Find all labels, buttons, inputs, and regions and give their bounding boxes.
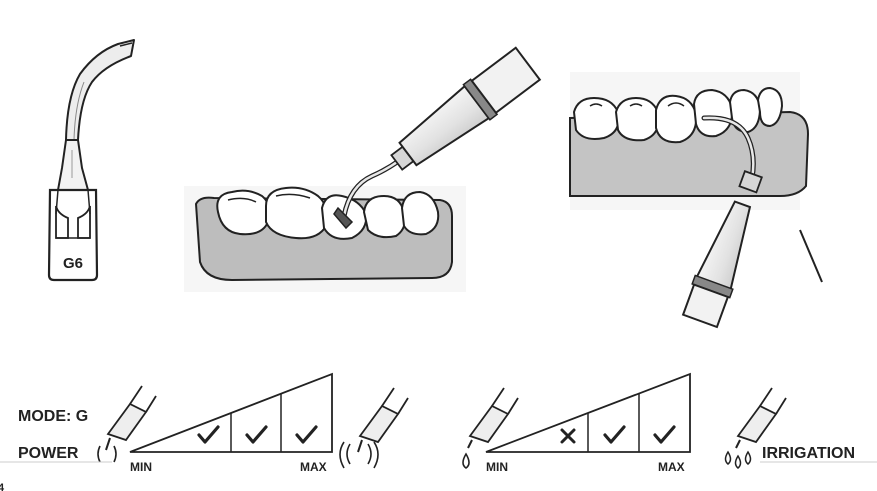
handpiece-min-irrigation-icon bbox=[462, 387, 519, 469]
irrigation-label: IRRIGATION bbox=[762, 445, 855, 462]
power-scale: MIN MAX bbox=[129, 372, 333, 474]
irrigation-level-check-mark-2 bbox=[603, 425, 626, 444]
power-level-check-mark-2 bbox=[245, 425, 268, 444]
power-level-check-mark-1 bbox=[197, 425, 220, 444]
power-min-label: MIN bbox=[130, 460, 152, 474]
power-max-label: MAX bbox=[300, 460, 327, 474]
irrigation-level-cross-mark-1 bbox=[560, 428, 576, 444]
g6-tip-illustration: G6 bbox=[47, 39, 135, 282]
handpiece-min-power-icon bbox=[97, 385, 157, 463]
power-level-check-mark-3 bbox=[295, 425, 318, 444]
handpiece-max-irrigation-icon bbox=[724, 387, 787, 469]
power-label: POWER bbox=[18, 445, 79, 462]
jaw-illustration-front bbox=[184, 46, 542, 292]
tip-code-label: G6 bbox=[63, 255, 83, 272]
irrigation-level-check-mark-3 bbox=[653, 425, 676, 444]
mode-label: MODE: G bbox=[18, 408, 88, 425]
irrigation-scale: MIN MAX bbox=[485, 372, 691, 474]
page-number-fragment: 4 bbox=[0, 482, 5, 491]
irrigation-max-label: MAX bbox=[658, 460, 685, 474]
handpiece-max-power-icon bbox=[339, 387, 409, 469]
irrigation-min-label: MIN bbox=[486, 460, 508, 474]
jaw-illustration-side bbox=[569, 72, 823, 329]
